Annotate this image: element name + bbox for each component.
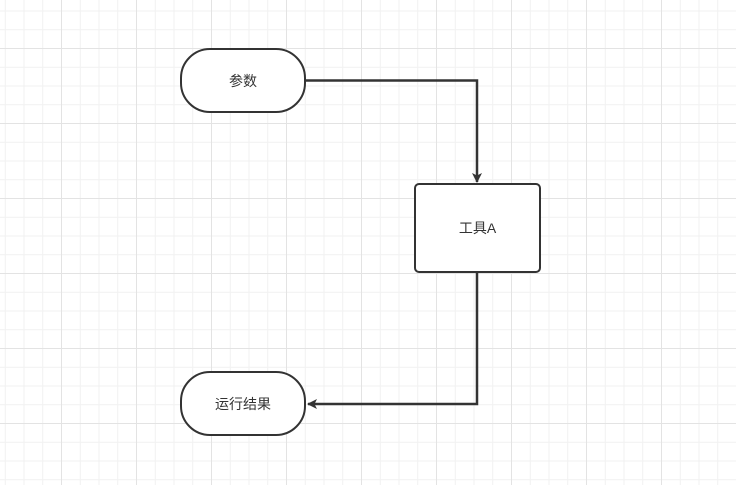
node-result-terminator[interactable]: 运行结果: [180, 371, 306, 436]
node-label: 工具A: [458, 220, 497, 236]
node-params-terminator[interactable]: 参数: [180, 48, 306, 113]
node-tool-a-process[interactable]: 工具A: [414, 183, 541, 273]
edge-params-to-tool[interactable]: [306, 79, 482, 183]
node-label: 参数: [229, 72, 257, 89]
node-label: 运行结果: [215, 395, 271, 412]
edge-tool-to-result[interactable]: [307, 273, 479, 409]
